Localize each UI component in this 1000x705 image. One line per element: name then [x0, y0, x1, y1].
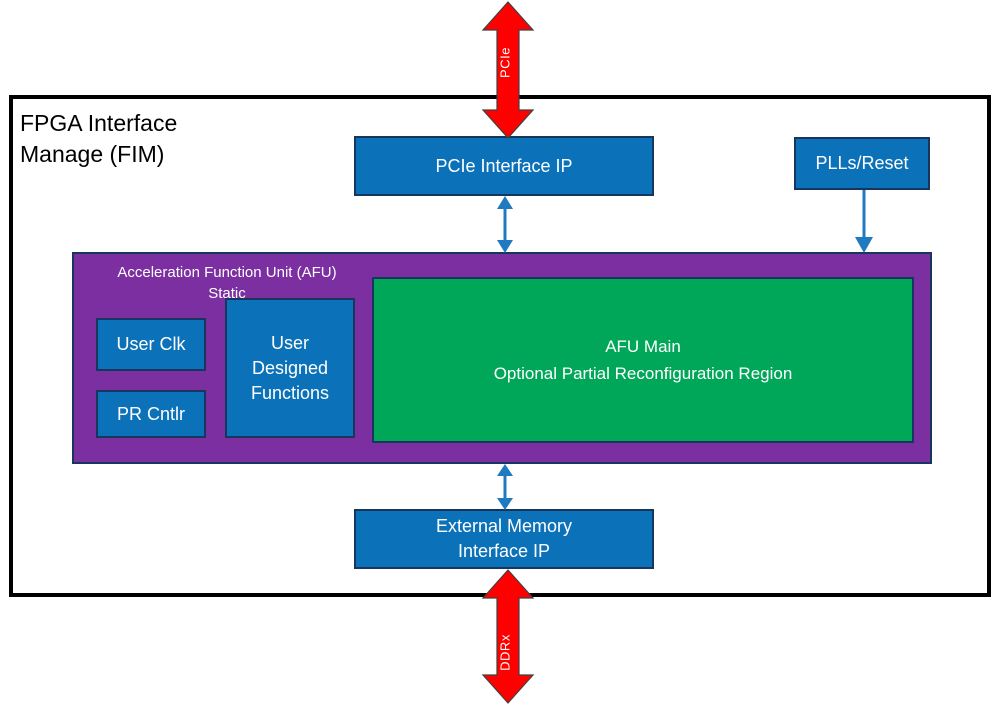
block-pr-cntlr[interactable]: PR Cntlr [96, 390, 206, 438]
block-user-clk[interactable]: User Clk [96, 318, 206, 371]
ddrx-arrow-label: DDRx [497, 634, 513, 671]
connector-afu-to-external-memory [497, 464, 513, 510]
connector-pcie-to-afu [497, 196, 513, 253]
pcie-external-arrow [481, 1, 535, 139]
block-user-designed-functions[interactable]: User Designed Functions [225, 298, 355, 438]
block-pcie-interface-ip[interactable]: PCIe Interface IP [354, 136, 654, 196]
block-external-memory-interface-ip[interactable]: External Memory Interface IP [354, 509, 654, 569]
ddrx-external-arrow [481, 569, 535, 704]
block-afu-main[interactable]: AFU Main Optional Partial Reconfiguratio… [372, 277, 914, 443]
afu-region-label: Acceleration Function Unit (AFU) Static [117, 264, 337, 302]
connector-plls-to-afu [855, 190, 873, 253]
pcie-arrow-label: PCIe [497, 47, 513, 78]
block-plls-reset[interactable]: PLLs/Reset [794, 137, 930, 190]
fim-title: FPGA Interface Manage (FIM) [20, 110, 178, 167]
